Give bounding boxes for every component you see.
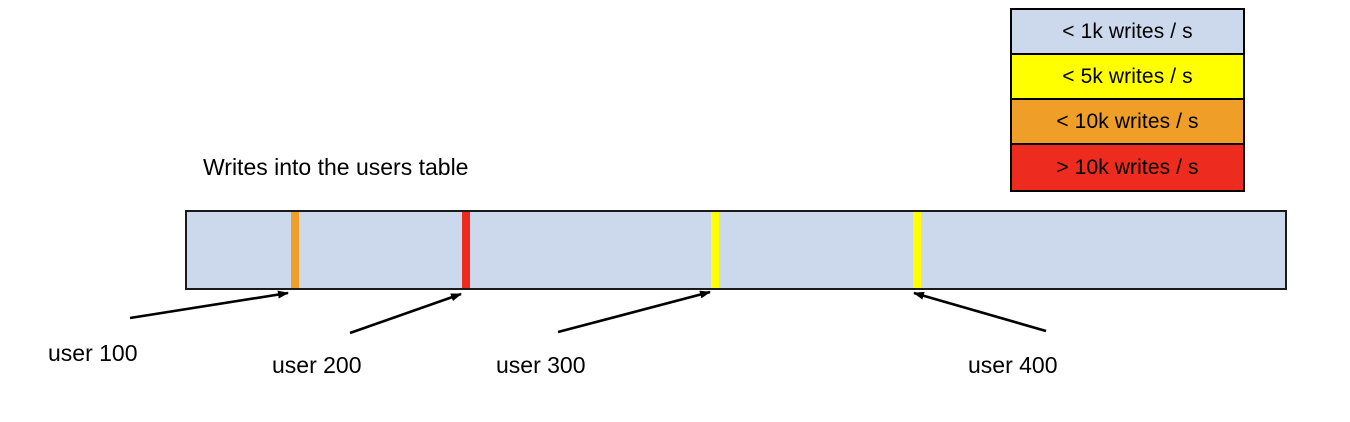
legend-row-over-10k: > 10k writes / s bbox=[1012, 145, 1243, 190]
pointer-label-user-400: user 400 bbox=[968, 352, 1058, 378]
legend-label-under-1k: < 1k writes / s bbox=[1062, 20, 1193, 43]
pointer-label-user-200: user 200 bbox=[272, 352, 362, 378]
legend-row-under-5k: < 5k writes / s bbox=[1012, 55, 1243, 100]
legend-label-under-5k: < 5k writes / s bbox=[1062, 65, 1193, 88]
users-table-bar bbox=[185, 210, 1287, 290]
legend-row-under-10k: < 10k writes / s bbox=[1012, 100, 1243, 145]
pointer-label-user-300: user 300 bbox=[496, 352, 586, 378]
legend-label-under-10k: < 10k writes / s bbox=[1056, 110, 1199, 133]
user-100-stripe bbox=[291, 212, 299, 288]
chart-title: Writes into the users table bbox=[203, 154, 469, 180]
legend-row-under-1k: < 1k writes / s bbox=[1012, 10, 1243, 55]
user-200-stripe bbox=[462, 212, 470, 288]
legend-label-over-10k: > 10k writes / s bbox=[1056, 156, 1199, 179]
legend: < 1k writes / s < 5k writes / s < 10k wr… bbox=[1010, 8, 1245, 192]
pointer-label-user-100: user 100 bbox=[48, 340, 138, 366]
user-300-stripe bbox=[711, 212, 719, 288]
user-400-stripe bbox=[913, 212, 921, 288]
